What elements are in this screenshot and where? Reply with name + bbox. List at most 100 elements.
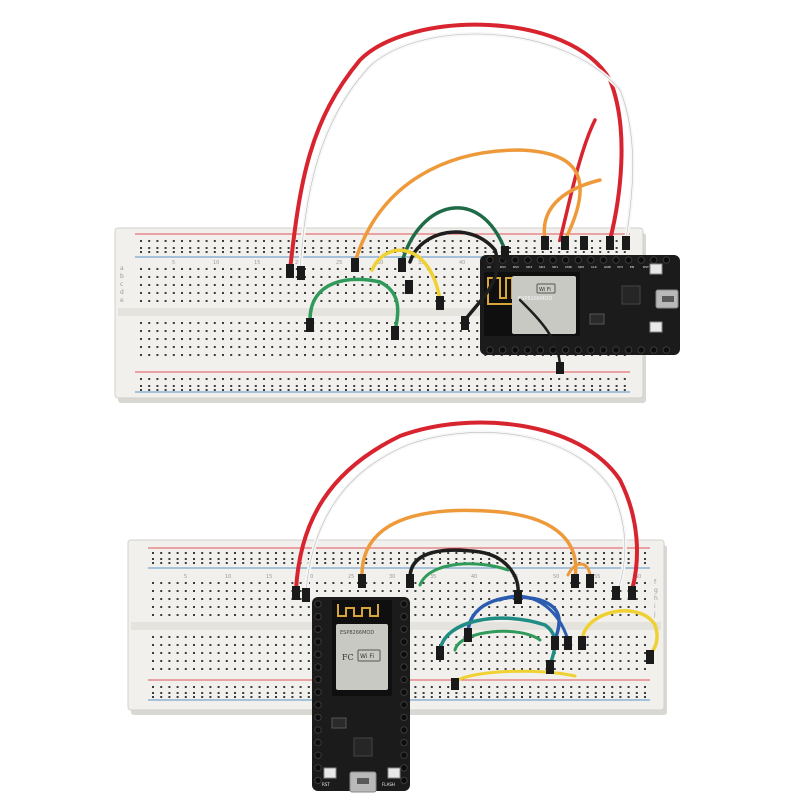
bottom-terminal-hole [545,598,548,600]
top-terminal-hole [295,346,298,348]
wire-plug [514,590,522,604]
top-terminal-hole [418,346,421,348]
top-terminal-hole [205,322,208,324]
top-terminal-hole [263,322,265,324]
top-rail-hole [574,251,577,253]
bottom-rail-hole [332,552,335,554]
bottom-rail-hole [168,558,171,560]
bottom-terminal-hole [201,644,204,646]
top-terminal-hole [197,292,200,294]
top-terminal-hole [369,354,372,356]
column-number: 30 [377,260,383,266]
bottom-rail-hole [316,558,318,560]
bottom-rail-hole [570,562,573,564]
top-rail-hole [328,378,331,380]
top-terminal-hole [148,268,151,270]
bottom-terminal-hole [201,614,204,616]
header-pin [650,346,658,354]
bottom-terminal-hole [217,660,220,662]
bottom-rail-hole [619,552,622,554]
bottom-terminal-hole [184,606,187,608]
top-terminal-hole [246,284,249,286]
top-terminal-hole [205,330,208,332]
top-terminal-hole [304,330,306,332]
bottom-terminal-hole [225,668,228,670]
top-rail-hole [230,247,233,249]
top-terminal-hole [361,330,364,332]
top-terminal-hole [451,268,454,270]
bottom-rail-hole [594,562,597,564]
bottom-terminal-hole [611,644,614,646]
bottom-terminal-hole [521,606,523,608]
top-terminal-hole [418,276,421,278]
top-terminal-hole [476,300,479,302]
top-terminal-hole [361,322,364,324]
top-rail-hole [197,389,200,391]
bottom-rail-hole [455,696,458,698]
top-rail-hole [410,385,413,387]
bottom-rail-hole [340,562,343,564]
top-terminal-hole [328,338,331,340]
header-pin [400,612,408,621]
bottom-rail-hole [299,692,302,694]
header-pin [662,256,671,264]
top-rail-hole [205,385,208,387]
bottom-twisted-red-wire [294,420,639,592]
top-rail-hole [287,240,290,242]
bottom-terminal-hole [512,660,515,662]
top-rail-hole [443,378,446,380]
bottom-rail-hole [463,686,466,688]
top-terminal-hole [172,292,175,294]
top-terminal-hole [377,330,380,332]
bottom-rail-hole [324,558,327,560]
bottom-rail-hole [603,696,605,698]
bottom-terminal-hole [160,582,163,584]
bottom-terminal-hole [447,644,450,646]
bottom-terminal-hole [258,652,261,654]
top-rail-hole [476,378,479,380]
top-rail-hole [156,247,159,249]
top-terminal-hole [189,338,192,340]
bottom-terminal-hole [488,590,491,592]
top-terminal-hole [427,292,429,294]
bottom-terminal-hole [545,652,548,654]
top-rail-hole [181,240,183,242]
bottom-terminal-hole [586,668,589,670]
bottom-rail-hole [586,692,589,694]
top-terminal-hole [484,354,487,356]
top-terminal-hole [181,338,183,340]
bottom-terminal-hole [283,598,286,600]
bottom-rail-hole [414,696,417,698]
top-terminal-hole [263,346,265,348]
top-rail-hole [328,247,331,249]
top-terminal-hole [394,268,397,270]
bottom-rail-hole [553,558,556,560]
bottom-terminal-hole [512,598,515,600]
bottom-terminal-hole [603,606,605,608]
bottom-rail-hole [266,696,269,698]
bottom-terminal-hole [217,652,220,654]
bottom-rail-hole [545,552,548,554]
header-pin [637,346,645,354]
top-terminal-hole [164,292,167,294]
header-pin [400,675,408,684]
top-rail-hole [435,385,438,387]
bottom-rail-hole [521,552,523,554]
top-rail-hole [599,389,602,391]
top-rail-hole [156,251,159,253]
top-terminal-hole [468,284,470,286]
bottom-rail-hole [176,696,179,698]
bottom-terminal-hole [496,644,499,646]
top-rail-hole [287,385,290,387]
bottom-terminal-hole [316,582,318,584]
bottom-terminal-hole [455,582,458,584]
top-terminal-hole [443,276,446,278]
header-pin [498,346,507,354]
top-rail-hole [517,247,520,249]
bottom-rail-hole [242,696,245,698]
bottom-rail-hole [504,552,507,554]
top-terminal-hole [345,330,347,332]
bottom-rail-hole [316,562,318,564]
pin-label: RSV [513,265,520,269]
bottom-terminal-hole [234,606,236,608]
